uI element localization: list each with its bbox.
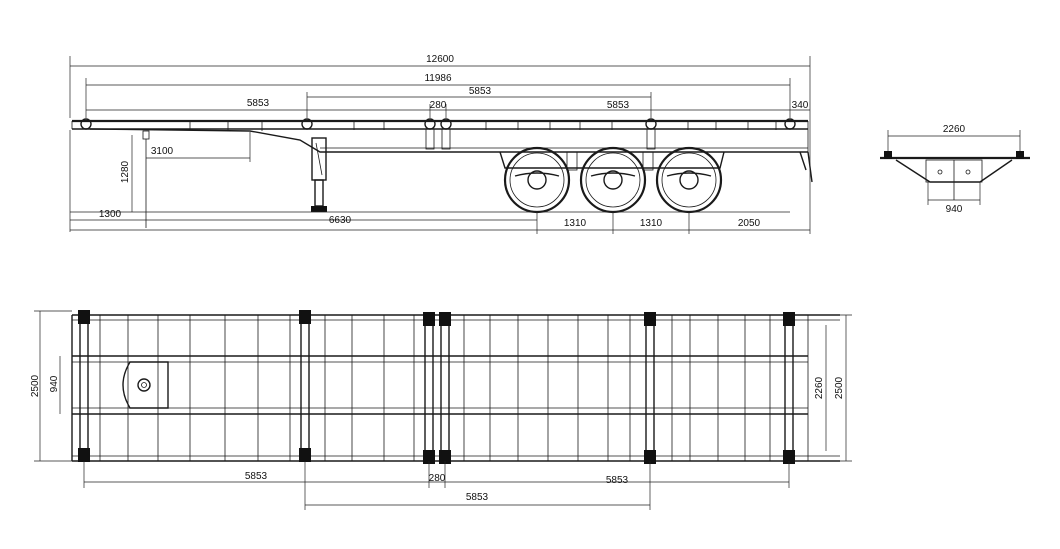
dim-label-plan-lock-width: 2260 <box>814 376 825 399</box>
dim-label-rear-overhang: 340 <box>792 100 809 111</box>
dim-bottom-row-a: 1300 6630 <box>69 130 537 232</box>
dim-label-coupling-height: 1280 <box>120 160 131 183</box>
dim-label-rear-axle-to-end: 2050 <box>738 218 761 229</box>
dim-label-overall-length: 12600 <box>426 54 454 65</box>
dim-king-pin-offset: 3100 <box>146 132 251 162</box>
wheel-icon <box>503 146 723 214</box>
king-pin-icon <box>142 130 150 228</box>
dim-label-mid-spacing: 5853 <box>469 86 492 97</box>
dim-label-plan-lock-pair-gap: 280 <box>429 473 446 484</box>
dim-label-end-top-width: 2260 <box>943 124 966 135</box>
dim-label-plan-beam-spacing: 940 <box>49 375 60 392</box>
dim-label-landing-to-axle: 6630 <box>329 215 352 226</box>
dim-label-front-overhang: 1300 <box>99 209 122 220</box>
king-pin-icon <box>122 361 169 409</box>
dim-label-rear-spacing: 5853 <box>607 100 630 111</box>
dim-label-plan-lock-spacing-c: 5853 <box>606 475 629 486</box>
landing-gear-icon <box>311 137 327 212</box>
dim-label-frame-length: 11986 <box>424 73 452 84</box>
dim-mid-spacing: 5853 <box>306 86 652 118</box>
dim-label-pair-gap: 280 <box>430 100 447 111</box>
twist-lock-icon <box>78 310 795 464</box>
running-gear <box>499 146 725 214</box>
dim-frame-length: 11986 <box>85 73 791 118</box>
plan-view: 2500 940 <box>30 310 852 510</box>
dim-label-plan-overall-width: 2500 <box>30 374 41 397</box>
dim-plan-row-1: 5853 280 5853 <box>83 461 790 488</box>
dim-row-lock-spacing: 5853 280 5853 340 <box>86 98 810 118</box>
twist-lock-icon <box>80 118 796 150</box>
dim-label-end-beam-spacing: 940 <box>946 204 963 215</box>
dim-label-axle-spacing-2: 1310 <box>640 218 663 229</box>
crossmember-marks <box>189 122 777 131</box>
twist-lock-icon <box>884 151 1024 159</box>
dim-coupling-height: 1280 <box>120 135 133 212</box>
dim-label-king-pin-offset: 3100 <box>151 146 174 157</box>
dim-label-plan-lock-spacing-a: 5853 <box>245 471 268 482</box>
dim-label-axle-spacing-1: 1310 <box>564 218 587 229</box>
dim-label-plan-overall-width-right: 2500 <box>834 376 845 399</box>
dim-plan-row-2: 5853 <box>304 461 651 510</box>
dim-bottom-row-b: 1310 1310 2050 <box>70 118 811 234</box>
dim-label-front-spacing: 5853 <box>247 98 270 109</box>
end-view: 2260 940 <box>880 124 1030 215</box>
chassis-frame <box>71 119 813 183</box>
plan-crossmembers <box>99 315 809 461</box>
side-view: 12600 11986 5853 5853 280 5853 340 <box>69 54 813 234</box>
dim-overall-length: 12600 <box>69 54 811 118</box>
dim-label-plan-lock-spacing-b: 5853 <box>466 492 489 503</box>
